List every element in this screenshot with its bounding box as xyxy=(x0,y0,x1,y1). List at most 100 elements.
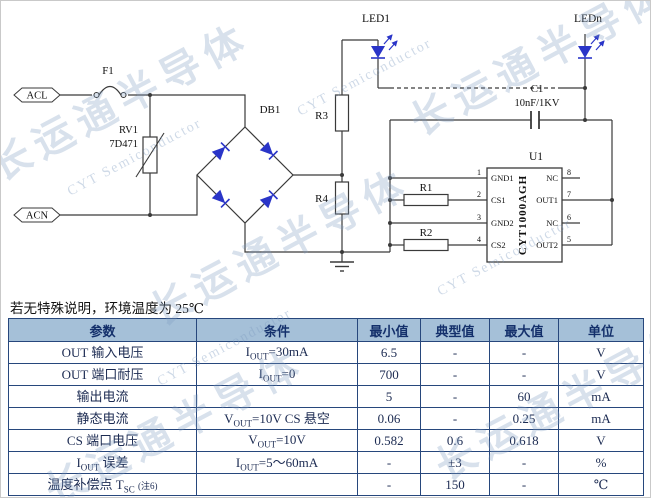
u1-chip: U1 CYT1000AGH GND1 CS1 GND2 CS2 NC OUT1 … xyxy=(477,151,571,263)
param-cell: 静态电流 xyxy=(8,407,197,430)
f1-label: F1 xyxy=(102,65,114,77)
ground-symbol xyxy=(330,261,354,272)
max-cell: - xyxy=(489,473,559,496)
max-cell: - xyxy=(489,341,559,364)
r3-resistor: R3 xyxy=(315,94,350,132)
unit-cell: V xyxy=(558,341,644,364)
acn-label: ACN xyxy=(26,211,49,222)
param-cell: OUT 端口耐压 xyxy=(8,363,197,386)
max-cell: 0.618 xyxy=(489,429,559,452)
col-header-unit: 单位 xyxy=(558,318,644,342)
u1-pin-number: 3 xyxy=(477,213,481,222)
c1-capacitor: C1 10nF/1KV xyxy=(515,83,560,129)
rv1-label: RV1 xyxy=(119,125,138,136)
cond-cell: VOUT=10V CS 悬空 xyxy=(196,407,358,430)
led1: LED1 xyxy=(362,13,398,59)
rv1-value-label: 7D471 xyxy=(109,139,138,150)
cond-cell xyxy=(196,473,358,496)
min-cell: - xyxy=(357,473,421,496)
u1-pin-name: GND2 xyxy=(491,218,514,228)
acl-terminal: ACL xyxy=(13,87,61,103)
typ-cell: - xyxy=(420,385,490,408)
param-cell: OUT 输入电压 xyxy=(8,341,197,364)
u1-pin-number: 2 xyxy=(477,190,481,199)
typ-cell: 150 xyxy=(420,473,490,496)
cond-cell: IOUT=0 xyxy=(196,363,358,386)
cond-cell: IOUT=5～60mA xyxy=(196,451,358,474)
u1-pin-number: 8 xyxy=(567,168,571,177)
application-circuit-schematic: ACL ACN F1 RV1 7D471 DB1 R3 R4 xyxy=(13,13,614,272)
ambient-condition-note: 若无特殊说明，环境温度为 25℃ xyxy=(10,301,204,316)
wires xyxy=(60,34,613,262)
cond-cell: IOUT=30mA xyxy=(196,341,358,364)
electrical-characteristics-table: 参数 条件 最小值 典型值 最大值 单位 OUT 输入电压 IOUT=30mA … xyxy=(8,318,644,496)
typ-cell: 0.6 xyxy=(420,429,490,452)
table-header-row: 参数 条件 最小值 典型值 最大值 单位 xyxy=(8,318,644,342)
acl-label: ACL xyxy=(27,91,48,102)
u1-pin-number: 5 xyxy=(567,235,571,244)
led1-label: LED1 xyxy=(362,13,390,25)
f1-fuse: F1 xyxy=(93,65,127,99)
u1-pin-name: NC xyxy=(546,218,558,228)
r1-label: R1 xyxy=(420,182,433,194)
table-row: OUT 输入电压 IOUT=30mA 6.5 - - V xyxy=(8,341,644,364)
param-cell: CS 端口电压 xyxy=(8,429,197,452)
u1-pin-name: CS1 xyxy=(491,195,506,205)
c1-value-label: 10nF/1KV xyxy=(515,98,560,109)
table-row: 温度补偿点 TSC (注6) - 150 - ℃ xyxy=(8,473,644,496)
u1-pin-name: GND1 xyxy=(491,173,514,183)
u1-pin-name: OUT1 xyxy=(536,195,558,205)
u1-pin-name: OUT2 xyxy=(536,240,558,250)
ledn-label: LEDn xyxy=(574,13,602,25)
table-row: 静态电流 VOUT=10V CS 悬空 0.06 - 0.25 mA xyxy=(8,407,644,430)
u1-label: U1 xyxy=(529,151,543,163)
db1-label: DB1 xyxy=(260,104,281,116)
r4-resistor: R4 xyxy=(315,181,350,215)
u1-pin-number: 6 xyxy=(567,213,571,222)
max-cell: - xyxy=(489,451,559,474)
r2-label: R2 xyxy=(420,227,433,239)
col-header-param: 参数 xyxy=(8,318,197,342)
unit-cell: ℃ xyxy=(558,473,644,496)
table-row: CS 端口电压 VOUT=10V 0.582 0.6 0.618 V xyxy=(8,429,644,452)
unit-cell: mA xyxy=(558,385,644,408)
typ-cell: - xyxy=(420,363,490,386)
col-header-max: 最大值 xyxy=(489,318,559,342)
u1-pin-number: 4 xyxy=(477,235,481,244)
acn-terminal: ACN xyxy=(13,207,61,223)
param-cell: IOUT 误差 xyxy=(8,451,197,474)
min-cell: 5 xyxy=(357,385,421,408)
typ-cell: ±3 xyxy=(420,451,490,474)
col-header-min: 最小值 xyxy=(357,318,421,342)
r3-label: R3 xyxy=(315,110,328,122)
c1-label: C1 xyxy=(531,83,544,95)
table-row: IOUT 误差 IOUT=5～60mA - ±3 - % xyxy=(8,451,644,474)
unit-cell: mA xyxy=(558,407,644,430)
max-cell: 60 xyxy=(489,385,559,408)
r1-resistor: R1 xyxy=(403,182,449,207)
r2-resistor: R2 xyxy=(403,227,449,252)
u1-chip-name: CYT1000AGH xyxy=(517,175,529,255)
rv1-varistor: RV1 7D471 xyxy=(109,125,165,178)
unit-cell: % xyxy=(558,451,644,474)
r4-label: R4 xyxy=(315,193,328,205)
min-cell: - xyxy=(357,451,421,474)
col-header-typ: 典型值 xyxy=(420,318,490,342)
u1-pin-name: NC xyxy=(546,173,558,183)
min-cell: 6.5 xyxy=(357,341,421,364)
min-cell: 0.582 xyxy=(357,429,421,452)
unit-cell: V xyxy=(558,363,644,386)
typ-cell: - xyxy=(420,407,490,430)
min-cell: 700 xyxy=(357,363,421,386)
u1-pin-number: 7 xyxy=(567,190,571,199)
junction-dots xyxy=(148,86,614,254)
unit-cell: V xyxy=(558,429,644,452)
table-row: 输出电流 5 - 60 mA xyxy=(8,385,644,408)
cond-cell: VOUT=10V xyxy=(196,429,358,452)
typ-cell: - xyxy=(420,341,490,364)
param-cell: 输出电流 xyxy=(8,385,197,408)
cond-cell xyxy=(196,385,358,408)
param-cell: 温度补偿点 TSC (注6) xyxy=(8,473,197,496)
min-cell: 0.06 xyxy=(357,407,421,430)
max-cell: 0.25 xyxy=(489,407,559,430)
